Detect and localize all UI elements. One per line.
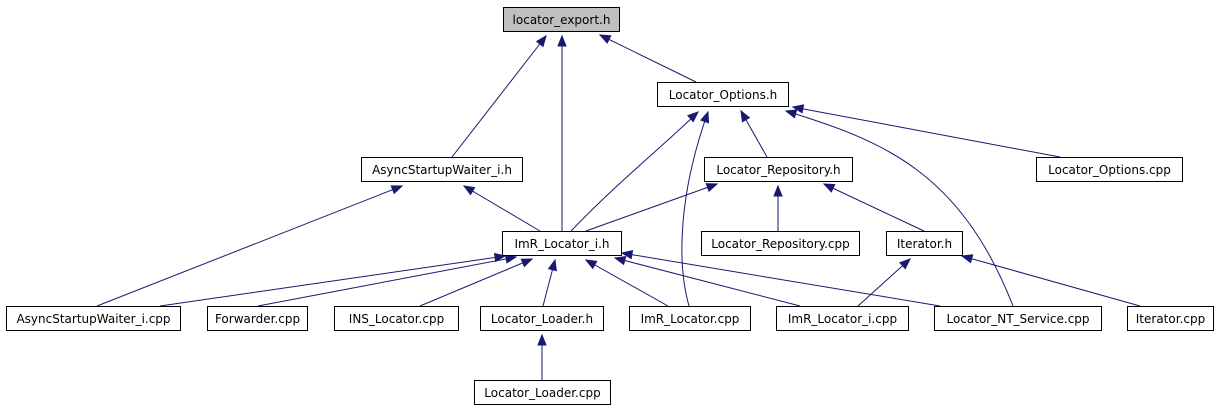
node-iterator-cpp[interactable]: Iterator.cpp <box>1127 306 1214 331</box>
node-asyncstartupwaiter-i-h[interactable]: AsyncStartupWaiter_i.h <box>361 157 523 182</box>
edge-locator-loader-cpp-to-locator-loader-h <box>537 333 547 380</box>
edge-imr-locator-i-h-to-asyncstartupwaiter-i-h <box>462 185 541 232</box>
edge-line <box>681 111 709 307</box>
arrowhead-icon <box>705 183 719 193</box>
edge-locator-loader-h-to-imr-locator-i-h <box>542 258 557 307</box>
arrowhead-icon <box>773 184 783 197</box>
edge-line <box>570 111 699 232</box>
arrowhead-icon <box>613 256 627 266</box>
arrowhead-icon <box>687 111 700 123</box>
edge-imr-locator-i-cpp-to-iterator-h <box>857 258 911 307</box>
arrowhead-icon <box>390 185 404 195</box>
node-locator-loader-h[interactable]: Locator_Loader.h <box>480 306 604 331</box>
edge-line <box>792 106 1061 158</box>
edge-iterator-h-to-locator-repository-h <box>822 183 925 232</box>
node-forwarder-cpp[interactable]: Forwarder.cpp <box>207 306 308 331</box>
edge-line <box>96 185 403 307</box>
edge-locator-repository-cpp-to-locator-repository-h <box>773 184 783 231</box>
edge-imr-locator-i-h-to-locator-export-h <box>557 34 567 231</box>
node-locator-options-h[interactable]: Locator_Options.h <box>657 82 789 107</box>
edge-line <box>599 34 697 83</box>
node-imr-locator-i-h[interactable]: ImR_Locator_i.h <box>502 231 622 256</box>
edge-line <box>419 258 533 307</box>
edge-line <box>451 35 547 158</box>
edge-locator-options-h-to-locator-export-h <box>598 34 697 83</box>
edge-asyncstartupwaiter-i-cpp-to-asyncstartupwaiter-i-h <box>96 185 404 307</box>
edge-asyncstartupwaiter-i-h-to-locator-export-h <box>451 34 547 158</box>
node-locator-loader-cpp[interactable]: Locator_Loader.cpp <box>474 380 611 405</box>
node-ins-locator-cpp[interactable]: INS_Locator.cpp <box>334 306 459 331</box>
arrowhead-icon <box>504 254 518 264</box>
edge-line <box>159 255 506 307</box>
arrowhead-icon <box>960 254 974 264</box>
arrowhead-icon <box>537 333 547 346</box>
node-imr-locator-cpp[interactable]: ImR_Locator.cpp <box>629 306 751 331</box>
edge-imr-locator-cpp-to-locator-options-h <box>681 110 710 307</box>
edge-line <box>257 256 517 307</box>
edge-ins-locator-cpp-to-imr-locator-i-h <box>419 258 534 307</box>
edge-imr-locator-i-h-to-locator-options-h <box>570 111 700 232</box>
edge-imr-locator-i-h-to-locator-repository-h <box>585 183 719 232</box>
edge-line <box>621 252 941 307</box>
edge-imr-locator-i-cpp-to-imr-locator-i-h <box>613 256 801 307</box>
node-locator-nt-service-cpp[interactable]: Locator_NT_Service.cpp <box>934 306 1102 331</box>
arrowhead-icon <box>557 34 567 47</box>
arrowhead-icon <box>822 183 836 193</box>
node-locator-options-cpp[interactable]: Locator_Options.cpp <box>1036 157 1183 182</box>
arrowhead-icon <box>784 109 798 119</box>
edge-locator-repository-h-to-locator-options-h <box>740 109 768 158</box>
edge-line <box>463 185 541 232</box>
edge-line <box>585 259 669 307</box>
edge-locator-nt-service-cpp-to-imr-locator-i-h <box>620 250 941 307</box>
edge-imr-locator-cpp-to-imr-locator-i-h <box>584 259 669 307</box>
node-iterator-h[interactable]: Iterator.h <box>886 231 963 256</box>
edge-line <box>823 183 925 232</box>
edge-locator-options-cpp-to-locator-options-h <box>791 104 1061 158</box>
node-locator-repository-cpp[interactable]: Locator_Repository.cpp <box>701 231 860 256</box>
edge-line <box>785 110 1014 307</box>
arrowhead-icon <box>584 259 598 270</box>
arrowhead-icon <box>791 104 805 114</box>
arrowhead-icon <box>547 258 557 272</box>
edge-line <box>961 255 1141 307</box>
arrowhead-icon <box>535 34 547 48</box>
edge-locator-nt-service-cpp-to-locator-options-h <box>784 109 1014 307</box>
edge-forwarder-cpp-to-imr-locator-i-h <box>257 254 518 307</box>
node-locator-export-h: locator_export.h <box>503 7 620 32</box>
arrowhead-icon <box>520 258 534 268</box>
arrowhead-icon <box>462 185 476 196</box>
arrowhead-icon <box>620 250 634 260</box>
edge-line <box>614 257 801 307</box>
edge-line <box>857 258 911 307</box>
edge-iterator-cpp-to-iterator-h <box>960 254 1141 307</box>
edge-line <box>585 183 718 232</box>
arrowhead-icon <box>740 109 751 123</box>
arrowhead-icon <box>700 110 710 124</box>
arrowhead-icon <box>598 34 612 44</box>
node-imr-locator-i-cpp[interactable]: ImR_Locator_i.cpp <box>776 306 909 331</box>
node-asyncstartupwaiter-i-cpp[interactable]: AsyncStartupWaiter_i.cpp <box>6 306 181 331</box>
arrowhead-icon <box>899 258 911 270</box>
node-locator-repository-h[interactable]: Locator_Repository.h <box>704 157 853 182</box>
